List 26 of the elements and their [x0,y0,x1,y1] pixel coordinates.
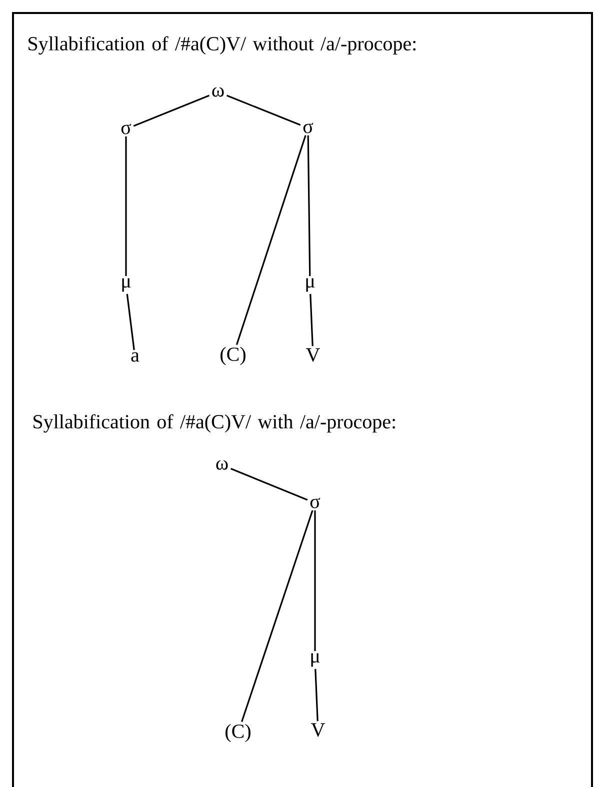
tree-branch [241,510,314,722]
tree-label: V [311,723,325,737]
tree-branch [125,136,127,276]
tree-label: ω [212,87,224,97]
tree-branch [307,135,311,276]
tree-label: μ [311,653,320,667]
tree-branch [314,510,316,652]
tree-label: σ [121,124,132,134]
tree-branch [133,94,210,127]
tree-branch [226,94,301,126]
tree-branch [236,135,306,345]
tree-branch [230,468,308,501]
tree-branch [314,668,318,722]
tree-label: (C) [220,346,246,366]
tree-label: σ [303,122,314,134]
tree-label: V [306,348,320,362]
heading: Syllabification of /#a(C)V/ without /a/-procope: [28,36,416,55]
tree-label: μ [306,278,315,292]
tree-label: ω [216,460,228,470]
tree-label: a [131,352,140,362]
tree-label: μ [122,278,131,292]
tree-branch [310,294,314,346]
tree-label: σ [310,498,320,508]
heading: Syllabification of /#a(C)V/ with /a/-procope: [34,414,395,433]
tree-label: (C) [226,724,250,742]
tree-branch [126,294,135,350]
